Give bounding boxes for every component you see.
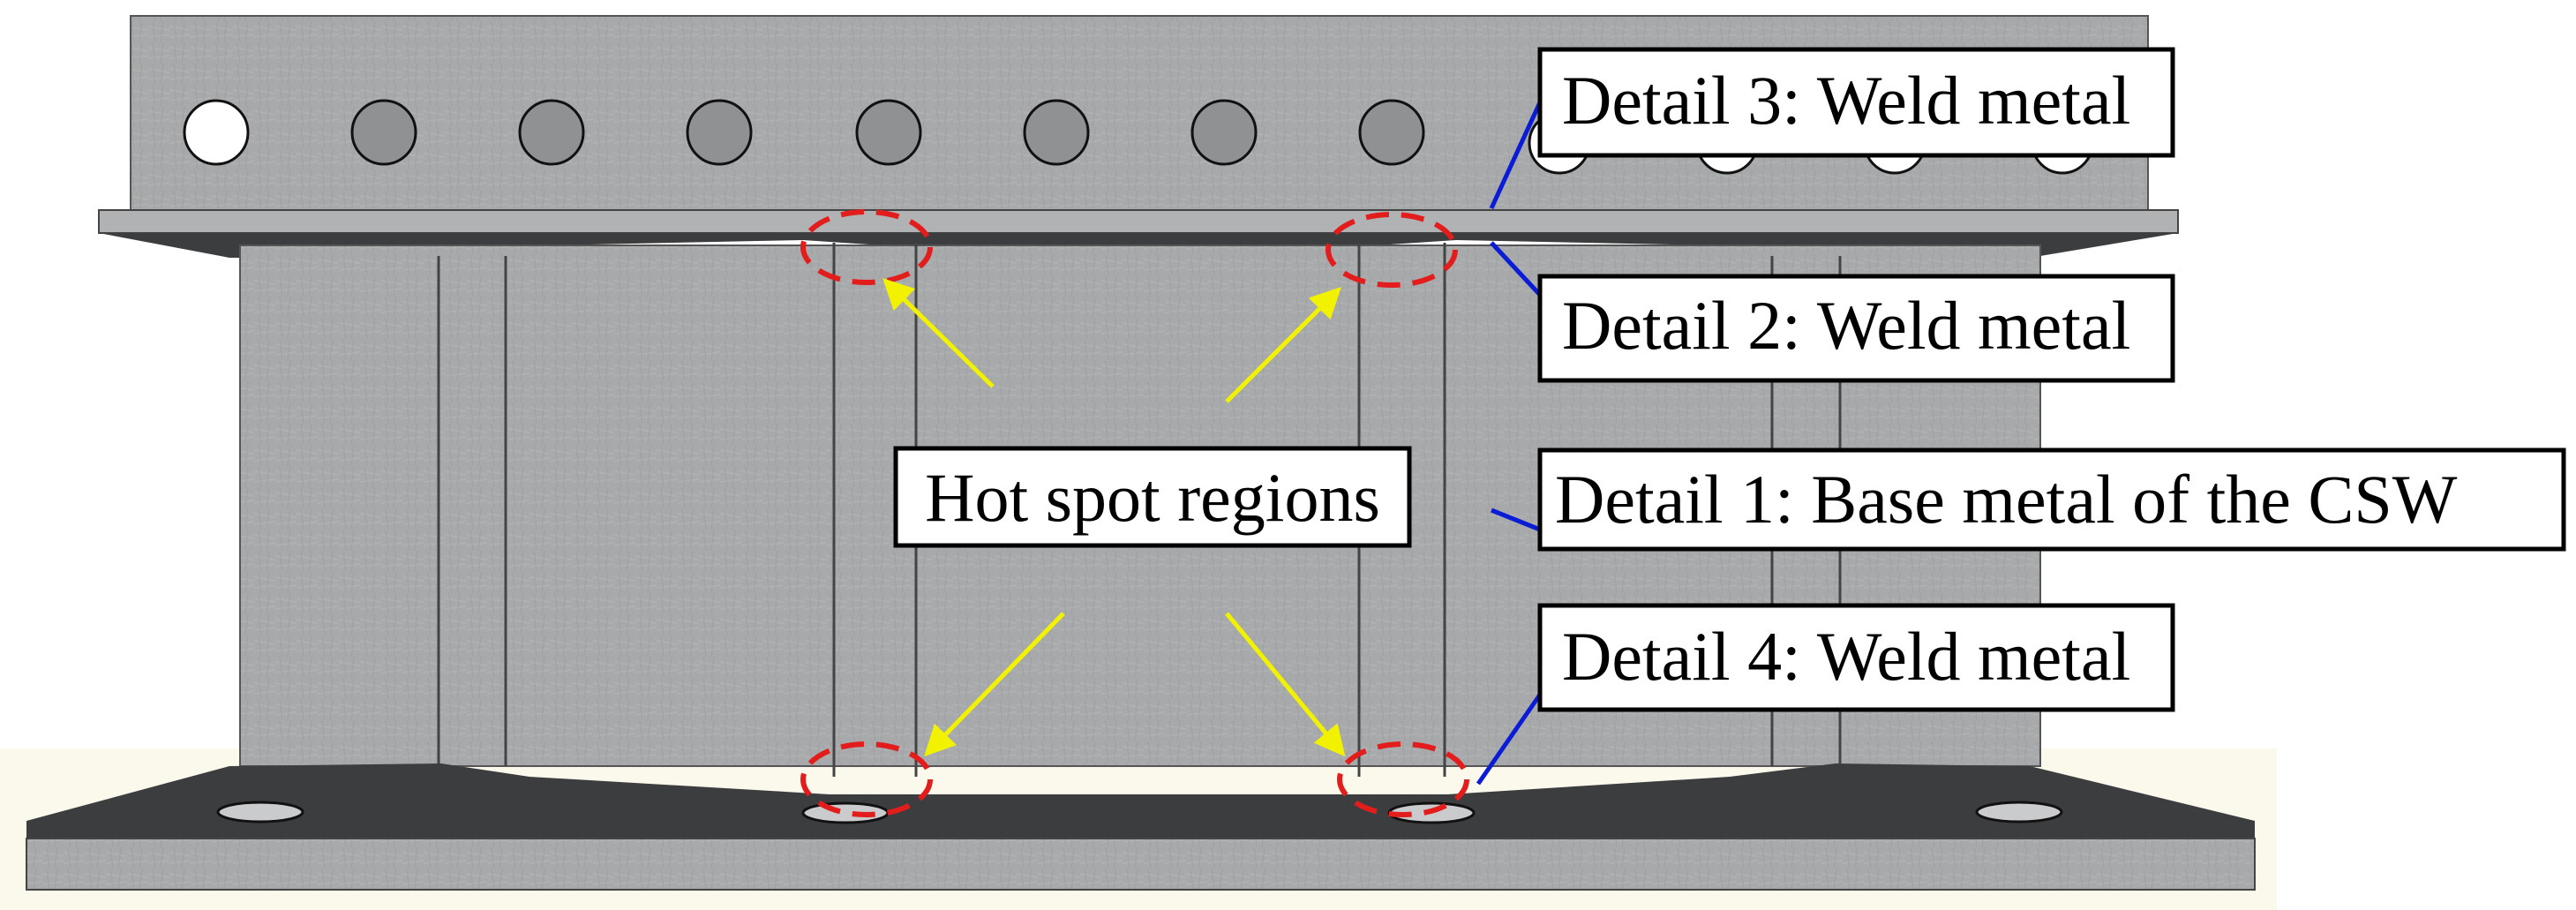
bolt-hole — [855, 99, 922, 166]
hot-spot-label-text: Hot spot regions — [925, 459, 1380, 536]
leader-lines — [1476, 101, 1543, 786]
leader-line-detail-2 — [1490, 241, 1542, 297]
detail-3-label: Detail 3: Weld metal — [1537, 47, 2175, 158]
bolt-hole — [686, 99, 753, 166]
arrow-icon — [882, 278, 995, 388]
hot-spot-marker-top-right — [1326, 212, 1458, 288]
detail-2-label: Detail 2: Weld metal — [1537, 274, 2175, 383]
detail-4-text: Detail 4: Weld metal — [1562, 618, 2130, 695]
bolt-hole — [1358, 99, 1425, 166]
bolt-hole — [1023, 99, 1090, 166]
top-plate — [98, 209, 2179, 234]
hot-spot-label: Hot spot regions — [893, 446, 1412, 548]
bolt-hole — [801, 801, 890, 824]
arrow-icon — [1225, 612, 1346, 757]
bolt-hole — [183, 99, 250, 166]
leader-line-detail-1 — [1491, 508, 1541, 532]
bolt-hole — [1975, 801, 2063, 824]
arrow-icon — [1225, 287, 1341, 403]
detail-3-text: Detail 3: Weld metal — [1562, 62, 2130, 139]
detail-4-label: Detail 4: Weld metal — [1537, 603, 2175, 712]
detail-1-label: Detail 1: Base metal of the CSW — [1537, 447, 2566, 552]
bolt-hole — [518, 99, 585, 166]
hot-spot-marker-top-left — [800, 209, 933, 285]
hot-spot-markers — [800, 209, 1469, 817]
hot-spot-marker-bottom-left — [800, 741, 933, 817]
bolt-hole — [350, 99, 417, 166]
leader-line-detail-3 — [1489, 101, 1543, 210]
hot-spot-arrows — [882, 278, 1346, 757]
bolt-hole — [216, 801, 304, 824]
arrow-icon — [924, 612, 1065, 757]
bottom-flange — [26, 763, 2255, 839]
bolt-hole — [1190, 99, 1258, 166]
bottom-plate — [26, 838, 2256, 891]
leader-line-detail-4 — [1476, 693, 1543, 786]
detail-2-text: Detail 2: Weld metal — [1562, 287, 2130, 364]
hot-spot-marker-bottom-right — [1337, 741, 1469, 817]
detail-1-text: Detail 1: Base metal of the CSW — [1555, 461, 2458, 538]
